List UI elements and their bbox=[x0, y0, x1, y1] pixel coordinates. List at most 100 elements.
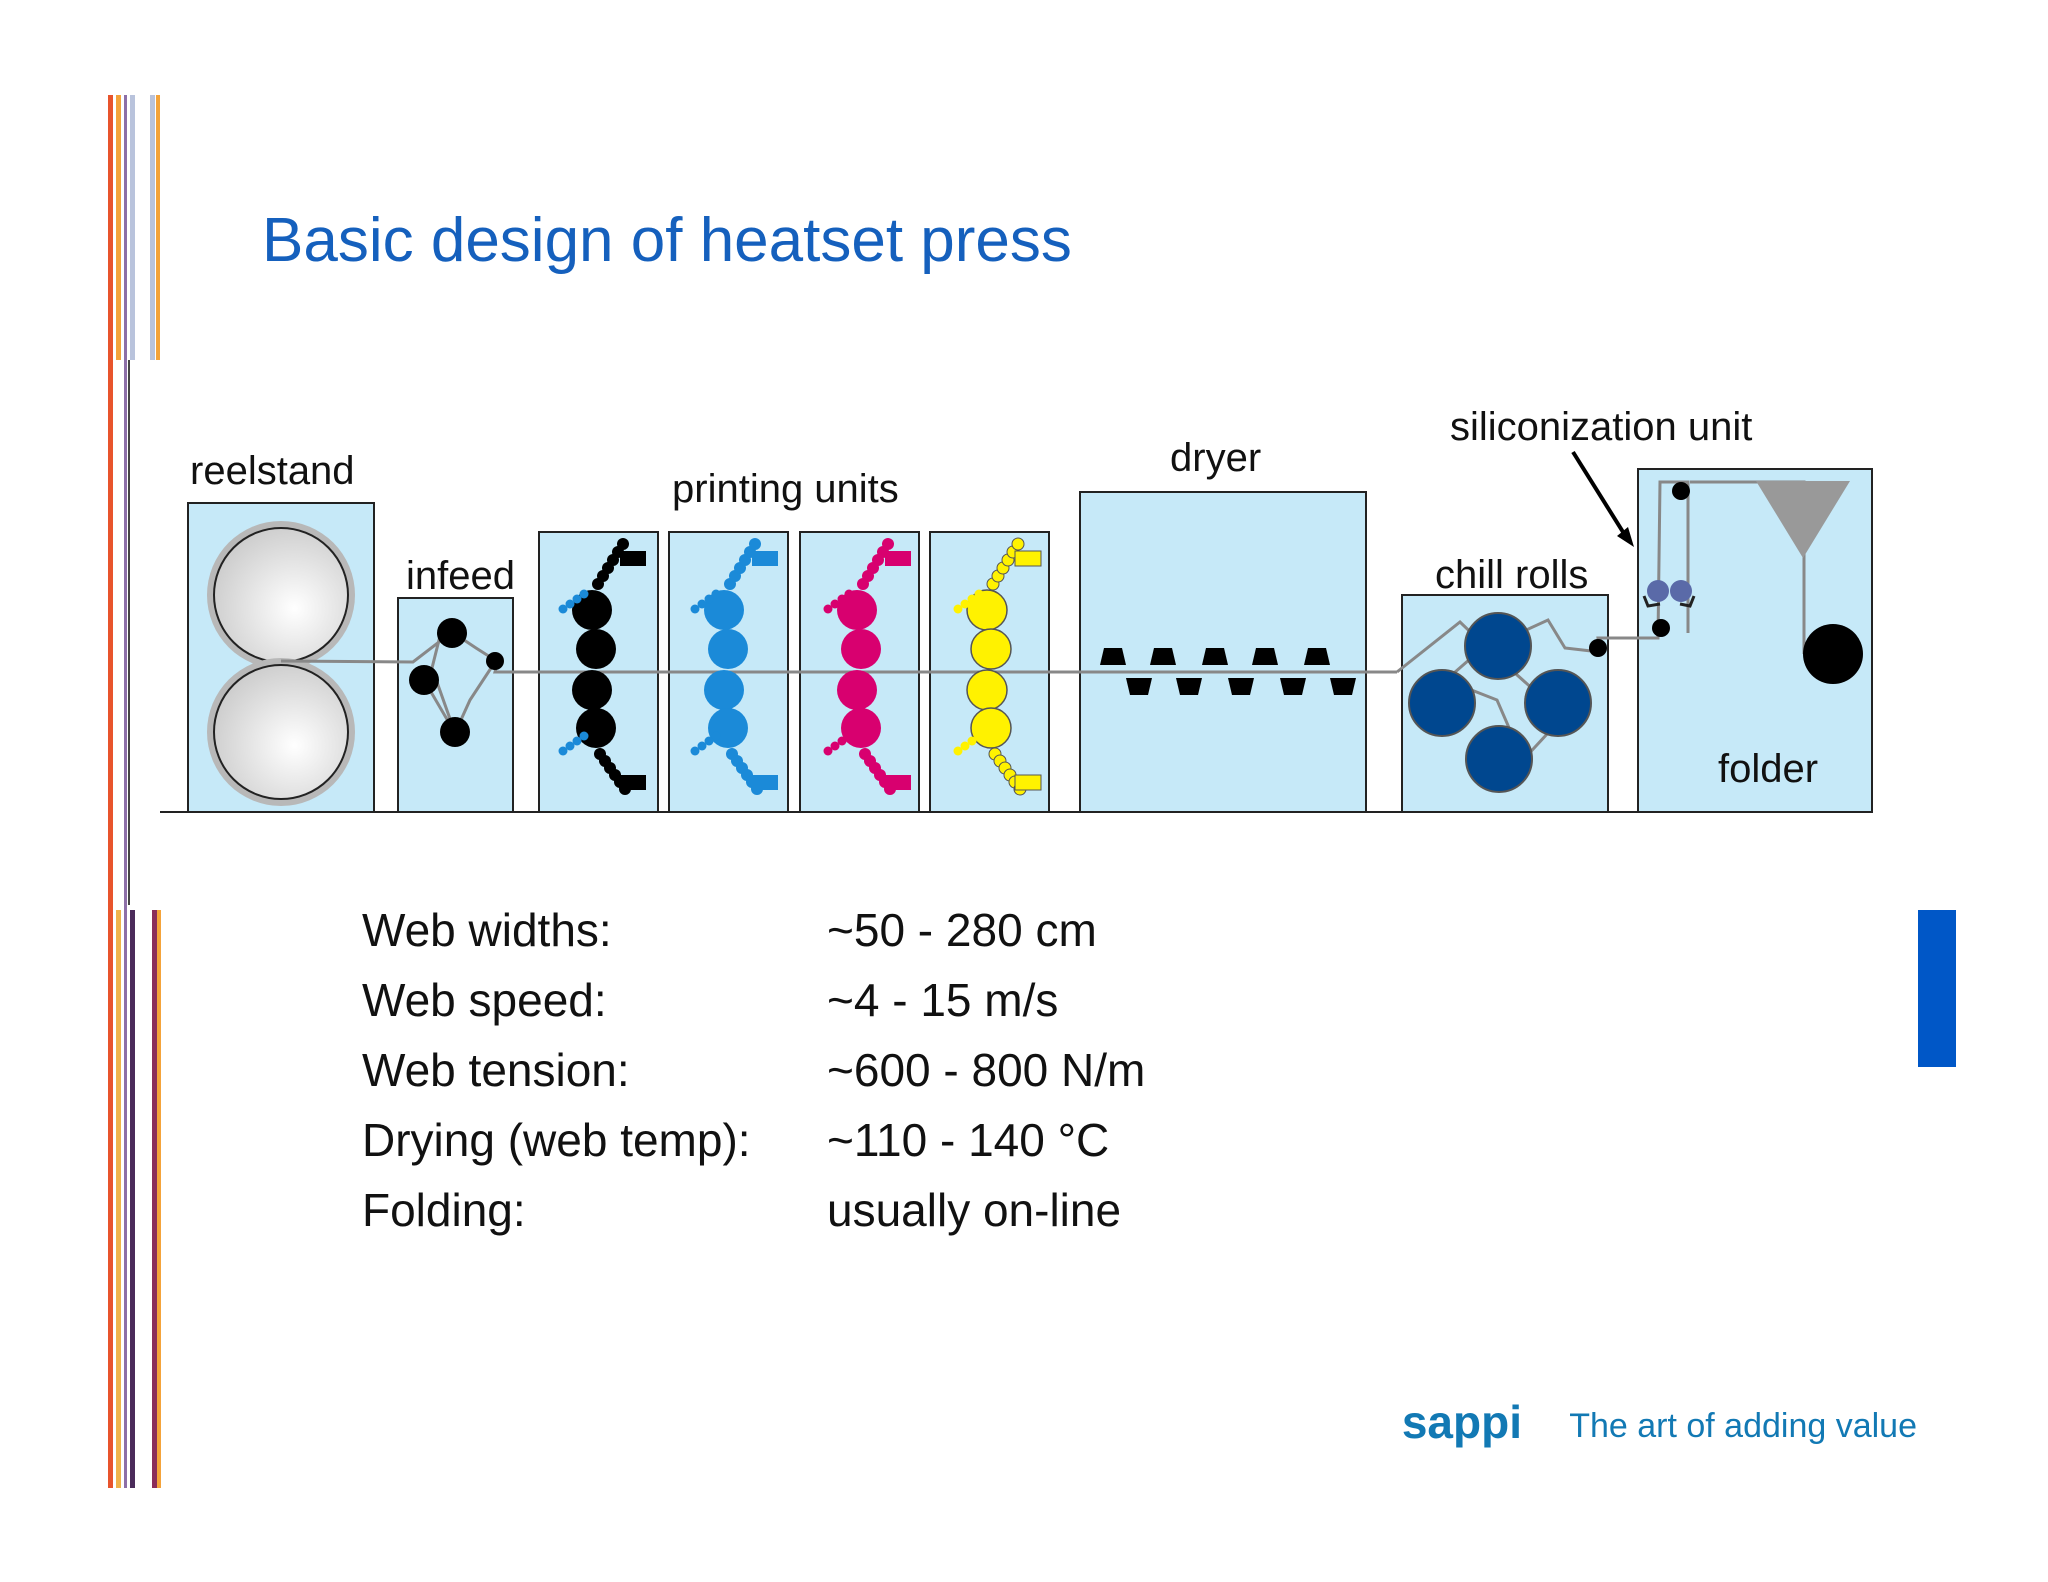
damp-roller-yellow bbox=[960, 599, 970, 609]
damp-roller-yellow bbox=[967, 736, 977, 746]
spec-value: ~600 - 800 N/m bbox=[827, 1044, 1146, 1096]
spec-label: Web widths: bbox=[362, 904, 612, 956]
damp-roller-cyan bbox=[690, 746, 700, 756]
ink-fountain-yellow bbox=[1014, 774, 1042, 791]
plate-cylinder-cyan bbox=[708, 629, 748, 669]
damp-roller-black bbox=[565, 741, 575, 751]
chill-exit-roller bbox=[1589, 639, 1607, 657]
ink-fountain-black bbox=[620, 551, 646, 566]
damp-roller-magenta bbox=[830, 741, 840, 751]
ink-roller-magenta bbox=[882, 538, 894, 550]
ink-fountain-magenta bbox=[885, 775, 911, 790]
spec-row: Web tension: ~600 - 800 N/m bbox=[362, 1035, 1145, 1105]
spec-value: ~4 - 15 m/s bbox=[827, 974, 1059, 1026]
damp-roller-black bbox=[572, 594, 582, 604]
plate-cylinder-black bbox=[576, 629, 616, 669]
damp-roller-black bbox=[572, 736, 582, 746]
damp-roller-magenta bbox=[823, 746, 833, 756]
chill-rolls bbox=[1408, 612, 1592, 793]
damp-roller-magenta bbox=[837, 736, 847, 746]
plate-cylinder-cyan bbox=[704, 590, 744, 630]
dryer-nozzle-top bbox=[1150, 648, 1176, 665]
press-specs: Web widths: ~50 - 280 cm Web speed: ~4 -… bbox=[362, 895, 1145, 1245]
spec-label: Folding: bbox=[362, 1184, 526, 1236]
label-reelstand: reelstand bbox=[190, 449, 355, 493]
infeed-rollers bbox=[409, 618, 504, 747]
dryer-nozzle-bottom bbox=[1228, 678, 1254, 695]
label-folder: folder bbox=[1718, 747, 1818, 791]
ink-fountain-yellow bbox=[1014, 550, 1042, 567]
siliconization-arrow bbox=[1571, 450, 1630, 542]
spec-row: Drying (web temp): ~110 - 140 °C bbox=[362, 1105, 1145, 1175]
plate-cylinder-black bbox=[572, 590, 612, 630]
dryer-nozzle-bottom bbox=[1280, 678, 1306, 695]
damp-roller-cyan bbox=[690, 604, 700, 614]
damp-roller-magenta bbox=[823, 604, 833, 614]
plate-cylinder-magenta bbox=[837, 590, 877, 630]
spec-value: ~50 - 280 cm bbox=[827, 904, 1097, 956]
plate-cylinder-magenta bbox=[841, 629, 881, 669]
spec-label: Web speed: bbox=[362, 974, 607, 1026]
dryer-nozzle-bottom bbox=[1126, 678, 1152, 695]
label-printing-units: printing units bbox=[672, 467, 899, 511]
ink-fountain-cyan bbox=[752, 775, 778, 790]
damp-roller-yellow bbox=[974, 731, 984, 741]
label-chill-rolls: chill rolls bbox=[1435, 553, 1588, 597]
slide-title: Basic design of heatset press bbox=[262, 206, 1072, 275]
damp-roller-black bbox=[579, 731, 589, 741]
damp-roller-cyan bbox=[697, 741, 707, 751]
ink-roller-cyan bbox=[749, 538, 761, 550]
ink-fountain-magenta bbox=[885, 551, 911, 566]
spec-row: Web widths: ~50 - 280 cm bbox=[362, 895, 1145, 965]
plate-cylinder-cyan bbox=[704, 670, 744, 710]
damp-roller-magenta bbox=[837, 594, 847, 604]
damp-roller-yellow bbox=[953, 604, 963, 614]
spec-value: usually on-line bbox=[827, 1184, 1122, 1236]
damp-roller-black bbox=[579, 589, 589, 599]
folder-former-triangle bbox=[1756, 481, 1850, 558]
reelstand-reels bbox=[207, 521, 355, 806]
plate-cylinder-magenta bbox=[837, 670, 877, 710]
ink-fountain-black bbox=[620, 775, 646, 790]
damp-roller-black bbox=[558, 746, 568, 756]
spec-value: ~110 - 140 °C bbox=[827, 1114, 1110, 1166]
label-siliconization-unit: siliconization unit bbox=[1450, 405, 1752, 449]
dryer-nozzle-bottom bbox=[1176, 678, 1202, 695]
label-infeed: infeed bbox=[406, 554, 515, 598]
spec-label: Web tension: bbox=[362, 1044, 630, 1096]
dryer-nozzle-top bbox=[1304, 648, 1330, 665]
plate-cylinder-yellow bbox=[970, 707, 1012, 749]
damp-roller-cyan bbox=[704, 736, 714, 746]
decorative-stripes bbox=[0, 0, 180, 1582]
damp-roller-magenta bbox=[830, 599, 840, 609]
damp-roller-cyan bbox=[711, 731, 721, 741]
damp-roller-cyan bbox=[697, 599, 707, 609]
damp-roller-cyan bbox=[704, 594, 714, 604]
damp-roller-black bbox=[558, 604, 568, 614]
label-dryer: dryer bbox=[1170, 436, 1261, 480]
siliconization-rollers bbox=[1642, 580, 1696, 608]
printing-unit-cylinders bbox=[558, 537, 1042, 796]
accent-bar bbox=[1918, 910, 1956, 1067]
spec-label: Drying (web temp): bbox=[362, 1114, 751, 1166]
plate-cylinder-magenta bbox=[841, 708, 881, 748]
plate-cylinder-cyan bbox=[708, 708, 748, 748]
ink-fountain-cyan bbox=[752, 551, 778, 566]
damp-roller-cyan bbox=[711, 589, 721, 599]
dryer-nozzles bbox=[1100, 648, 1356, 695]
damp-roller-yellow bbox=[953, 746, 963, 756]
damp-roller-magenta bbox=[844, 731, 854, 741]
brand-tagline: The art of adding value bbox=[1569, 1407, 1917, 1445]
ink-roller-black bbox=[617, 538, 629, 550]
dryer-nozzle-bottom bbox=[1330, 678, 1356, 695]
damp-roller-yellow bbox=[974, 589, 984, 599]
spec-row: Folding: usually on-line bbox=[362, 1175, 1145, 1245]
ink-roller-yellow bbox=[1011, 537, 1025, 551]
damp-roller-black bbox=[565, 599, 575, 609]
brand-footer: sappi The art of adding value bbox=[1400, 1395, 1917, 1455]
damp-roller-yellow bbox=[960, 741, 970, 751]
plate-cylinder-yellow bbox=[966, 669, 1008, 711]
dryer-nozzle-top bbox=[1100, 648, 1126, 665]
spec-row: Web speed: ~4 - 15 m/s bbox=[362, 965, 1145, 1035]
